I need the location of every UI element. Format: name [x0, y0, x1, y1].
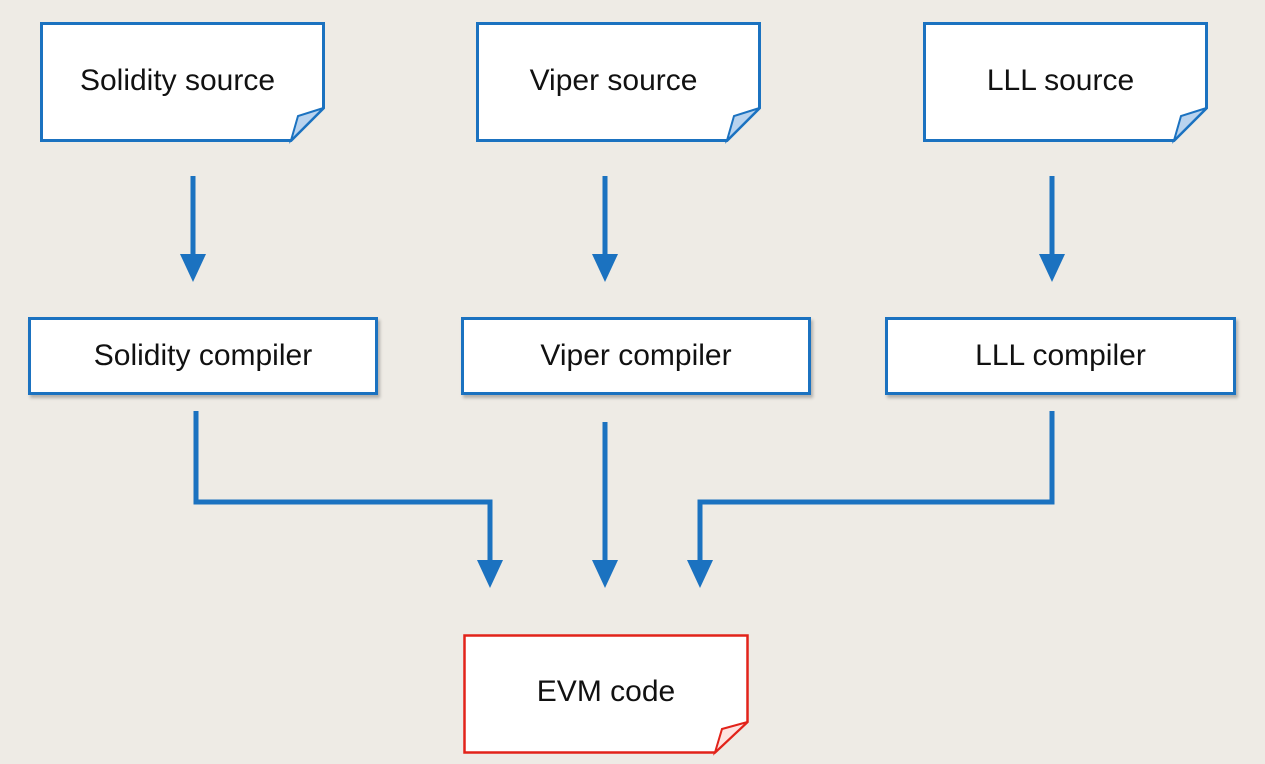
viper-compiler-label: Viper compiler [540, 339, 732, 372]
solidity-compiler-label: Solidity compiler [93, 339, 313, 372]
solidity-source-document: Solidity source [40, 22, 325, 144]
lll-compiler-label: LLL compiler [975, 339, 1146, 372]
document-shape [40, 22, 325, 144]
lll-source-label: LLL source [986, 64, 1135, 97]
arrow-solidity-compiler-to-evm [193, 411, 503, 588]
arrow-lll-source-to-compiler [1039, 176, 1065, 282]
lll-compiler-box: LLL compiler [885, 317, 1236, 395]
arrow-solidity-source-to-compiler [180, 176, 206, 282]
viper-source-label: Viper source [529, 64, 698, 97]
solidity-source-label: Solidity source [79, 64, 276, 97]
evm-code-document: EVM code [463, 634, 749, 756]
solidity-compiler-box: Solidity compiler [28, 317, 378, 395]
document-shape [923, 22, 1208, 144]
viper-source-document: Viper source [476, 22, 761, 144]
arrow-lll-compiler-to-evm [687, 411, 1055, 588]
viper-compiler-box: Viper compiler [461, 317, 811, 395]
arrow-viper-source-to-compiler [592, 176, 618, 282]
evm-code-label: EVM code [536, 675, 676, 708]
lll-source-document: LLL source [923, 22, 1208, 144]
arrow-viper-compiler-to-evm [592, 422, 618, 588]
document-shape [463, 634, 749, 756]
document-shape [476, 22, 761, 144]
